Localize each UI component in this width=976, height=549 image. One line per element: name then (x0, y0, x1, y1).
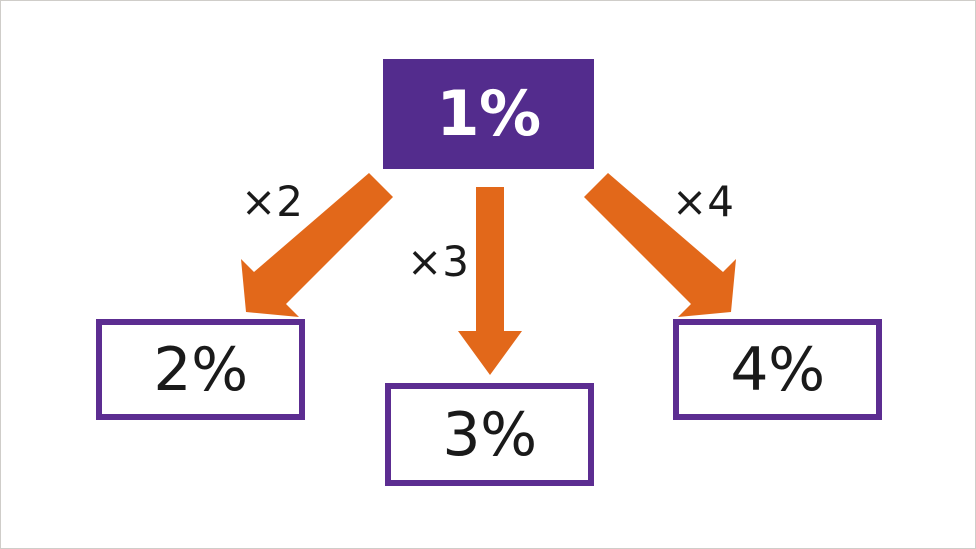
node-2-percent[interactable]: 2% (96, 319, 305, 420)
node-4-percent[interactable]: 4% (673, 319, 882, 420)
node-4-percent-label: 4% (730, 334, 825, 405)
arrow-x4 (584, 173, 736, 317)
edge-label-times-3: ×3 (407, 237, 469, 286)
node-3-percent[interactable]: 3% (385, 383, 594, 486)
node-1-percent-label: 1% (436, 77, 541, 150)
node-3-percent-label: 3% (442, 399, 537, 470)
node-1-percent[interactable]: 1% (383, 59, 594, 169)
node-2-percent-label: 2% (153, 334, 248, 405)
arrow-x3 (458, 187, 522, 375)
edge-label-times-2: ×2 (241, 177, 303, 226)
arrow-x2 (241, 173, 393, 317)
edge-label-times-4: ×4 (672, 177, 734, 226)
